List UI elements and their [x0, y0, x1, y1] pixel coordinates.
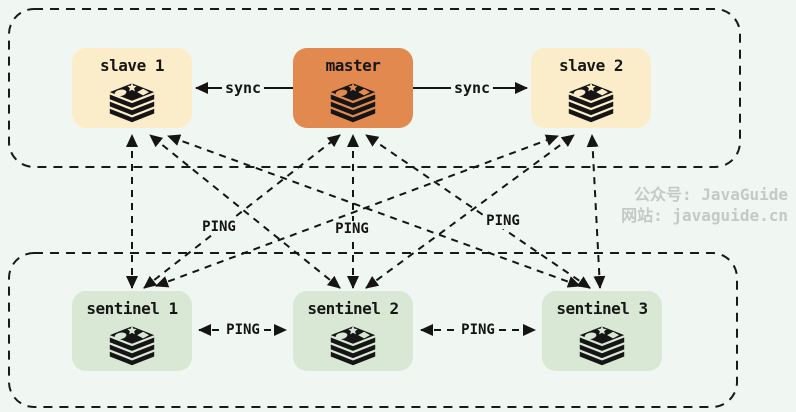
node-sentinel1: sentinel 1 [72, 291, 192, 371]
edge-sentinel3-slave2 [586, 134, 606, 289]
watermark-line1: 公众号: JavaGuide [634, 185, 788, 204]
node-sentinel1-label: sentinel 1 [86, 299, 178, 318]
redis-icon [568, 82, 614, 123]
node-master: master [293, 48, 413, 128]
node-sentinel2-label: sentinel 2 [307, 299, 399, 318]
redis-icon [109, 82, 155, 123]
node-sentinel3-label: sentinel 3 [556, 299, 648, 318]
ping-label-s1-s2: PING [223, 322, 263, 338]
node-slave2-label: slave 2 [559, 56, 623, 75]
node-sentinel2: sentinel 2 [293, 291, 413, 371]
sync-label-right: sync [450, 79, 494, 97]
watermark: 公众号: JavaGuide 网站: javaguide.cn [621, 184, 788, 226]
edge-sentinel1-slave2 [155, 134, 559, 288]
redis-icon [579, 325, 625, 366]
node-sentinel3: sentinel 3 [542, 291, 662, 371]
node-slave2: slave 2 [531, 48, 651, 128]
node-master-label: master [325, 56, 381, 75]
sync-label-left: sync [221, 79, 265, 97]
edge-sentinel1-master [143, 134, 341, 289]
ping-label-mid-3: PING [483, 213, 523, 229]
ping-label-mid-2: PING [332, 221, 372, 237]
redis-icon [330, 82, 376, 123]
redis-icon [330, 325, 376, 366]
ping-label-s2-s3: PING [458, 322, 498, 338]
edge-sentinel2-slave2 [365, 134, 575, 289]
edge-sentinel3-master [365, 134, 591, 289]
node-slave1-label: slave 1 [100, 56, 164, 75]
edge-sentinel3-slave1 [167, 134, 581, 288]
redis-icon [109, 325, 155, 366]
ping-label-mid-1: PING [199, 219, 239, 235]
watermark-line2: 网站: javaguide.cn [621, 206, 788, 225]
ping-edges [126, 134, 606, 336]
node-slave1: slave 1 [72, 48, 192, 128]
